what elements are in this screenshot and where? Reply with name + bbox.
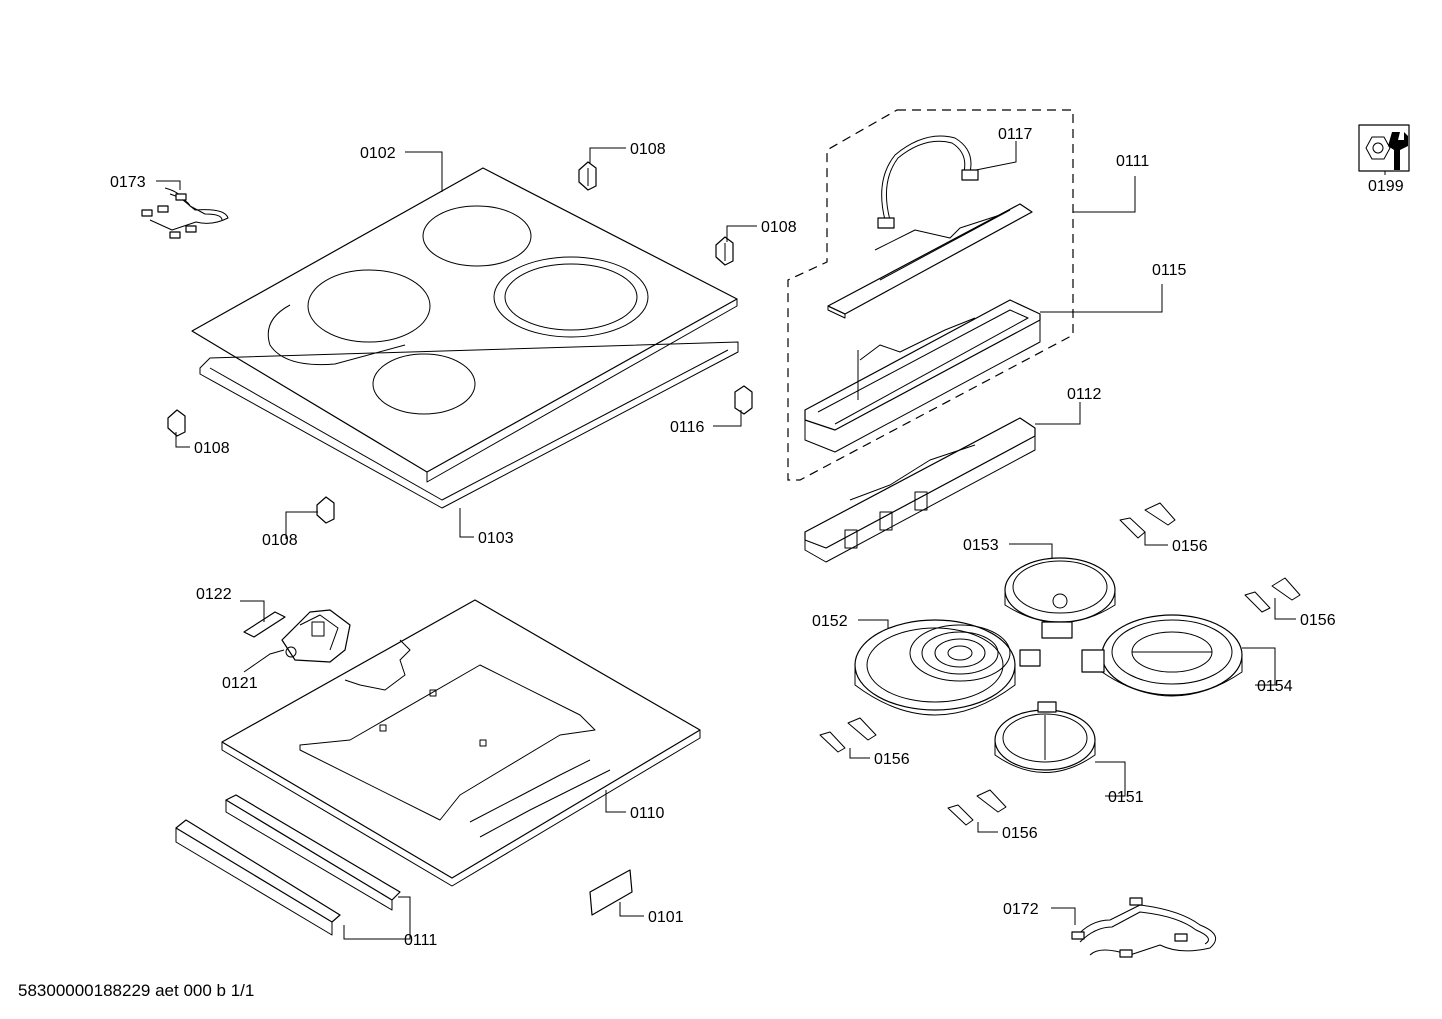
heating-element-0151 [994,701,1096,773]
rating-label-part [589,869,633,916]
frame-gasket-part [199,341,739,509]
callout-0112: 0112 [1067,386,1102,403]
clip-part-right [715,236,734,266]
bracket-0122 [243,611,286,638]
heating-element-0152 [854,619,1041,716]
callout-0199: 0199 [1368,178,1404,195]
callout-0156-c: 0156 [874,751,910,768]
cable-harness-0173 [141,187,229,239]
callout-0172: 0172 [1003,901,1039,918]
callout-0116: 0116 [670,419,705,436]
callout-0173: 0173 [110,174,146,191]
heating-element-0154 [1081,614,1243,697]
rail-part-lower [175,819,341,936]
clip-part-left [167,409,186,437]
callout-0151: 0151 [1108,789,1144,806]
cable-harness-0172 [1071,897,1217,958]
ribbon-cable-0117 [877,135,979,229]
callout-0111-bottom: 0111 [404,932,437,949]
callout-0103: 0103 [478,530,514,547]
clip-part-top [578,161,597,191]
spring-clips-0156-a [1119,502,1176,539]
document-id-footer: 58300000188229 aet 000 b 1/1 [18,981,255,1000]
power-board-part [804,417,1036,563]
callout-0117: 0117 [998,126,1033,143]
clip-part-0116 [734,385,753,415]
callout-0108-left: 0108 [194,440,230,457]
control-assembly-outline [787,109,1074,481]
callout-0108-top: 0108 [630,141,666,158]
glass-cooktop-part [191,167,738,483]
bottom-tray-part [221,599,701,887]
callout-0121: 0121 [222,675,258,692]
callout-0152: 0152 [812,613,848,630]
heating-element-0153 [1004,557,1116,639]
callout-0154: 0154 [1257,678,1293,695]
spring-clips-0156-c [819,717,877,753]
spring-clips-0156-d [947,789,1007,826]
control-board-part [827,203,1033,319]
relay-terminal-0121 [281,609,351,663]
callout-0110: 0110 [630,805,665,822]
housing-tray-part [804,299,1041,453]
callout-0156-a: 0156 [1172,538,1208,555]
clip-part-bottom [316,496,335,524]
callout-0108-right: 0108 [761,219,797,236]
callout-0101: 0101 [648,909,684,926]
callout-0115: 0115 [1152,262,1187,279]
spring-clips-0156-b [1244,577,1301,613]
callout-0108-bottom: 0108 [262,532,298,549]
wrench-nut-icon [1358,124,1410,172]
callout-0156-d: 0156 [1002,825,1038,842]
callout-0122: 0122 [196,586,232,603]
callout-0156-b: 0156 [1300,612,1336,629]
callout-0153: 0153 [963,537,999,554]
leader-lines [156,141,1386,940]
callout-0102: 0102 [360,145,396,162]
callout-0111-top: 0111 [1116,153,1149,170]
rail-part-upper [225,794,401,911]
